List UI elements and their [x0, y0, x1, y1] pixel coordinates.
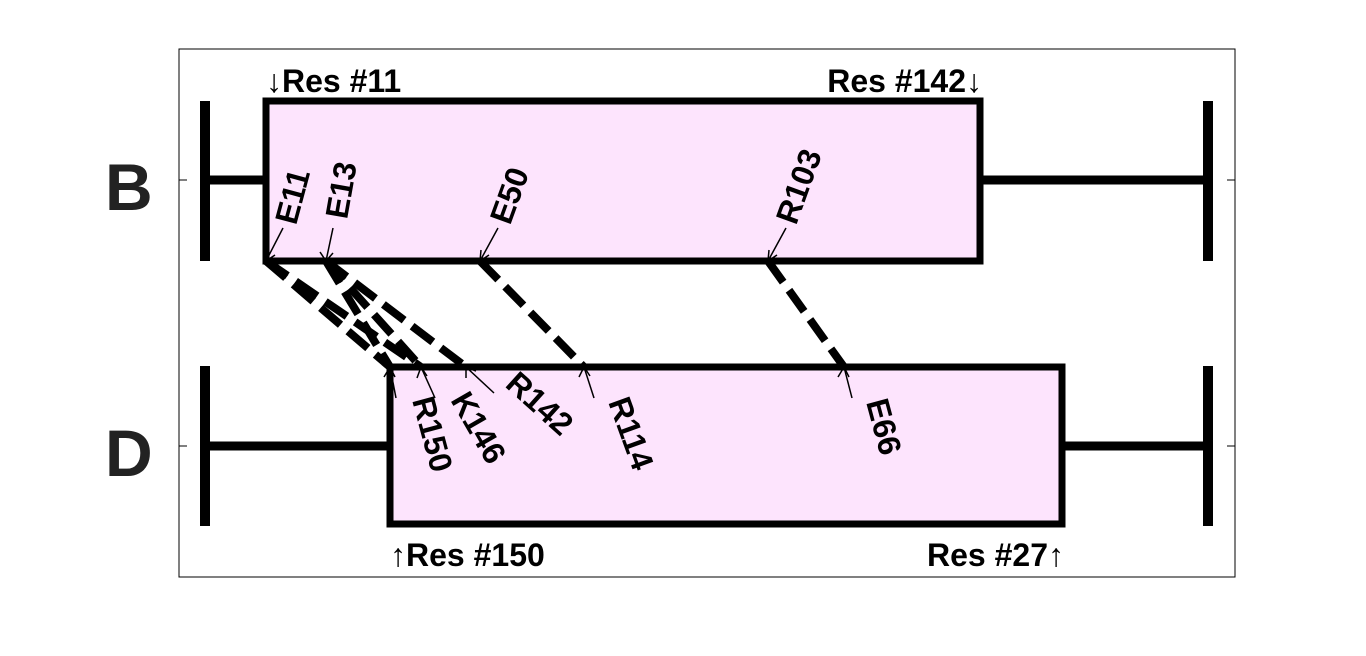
contact-line-e13-r142 — [323, 257, 469, 371]
chain-d-label: D — [105, 416, 153, 490]
chain-b-backbone — [200, 101, 1213, 261]
contact-line-e11-r150 — [263, 257, 393, 371]
contact-line-e50-r114 — [477, 258, 587, 370]
chain-b-label: B — [105, 150, 153, 224]
contact-line-e11-k146 — [263, 257, 424, 371]
contact-line-e13-k146 — [323, 258, 424, 370]
plot-frame — [178, 48, 1236, 578]
chain-d-region-box — [386, 363, 1066, 528]
chain-d-backbone — [200, 366, 1213, 526]
chain-b-end-label: Res #142↓ — [827, 63, 982, 99]
contact-line-r103-e66 — [764, 258, 848, 370]
chain-b-region-box — [262, 97, 984, 265]
contact-lines — [263, 257, 848, 371]
chain-b-start-label: ↓Res #11 — [266, 63, 401, 99]
chain-d-end-label: Res #27↑ — [927, 537, 1064, 573]
chain-d-start-label: ↑Res #150 — [390, 537, 545, 573]
